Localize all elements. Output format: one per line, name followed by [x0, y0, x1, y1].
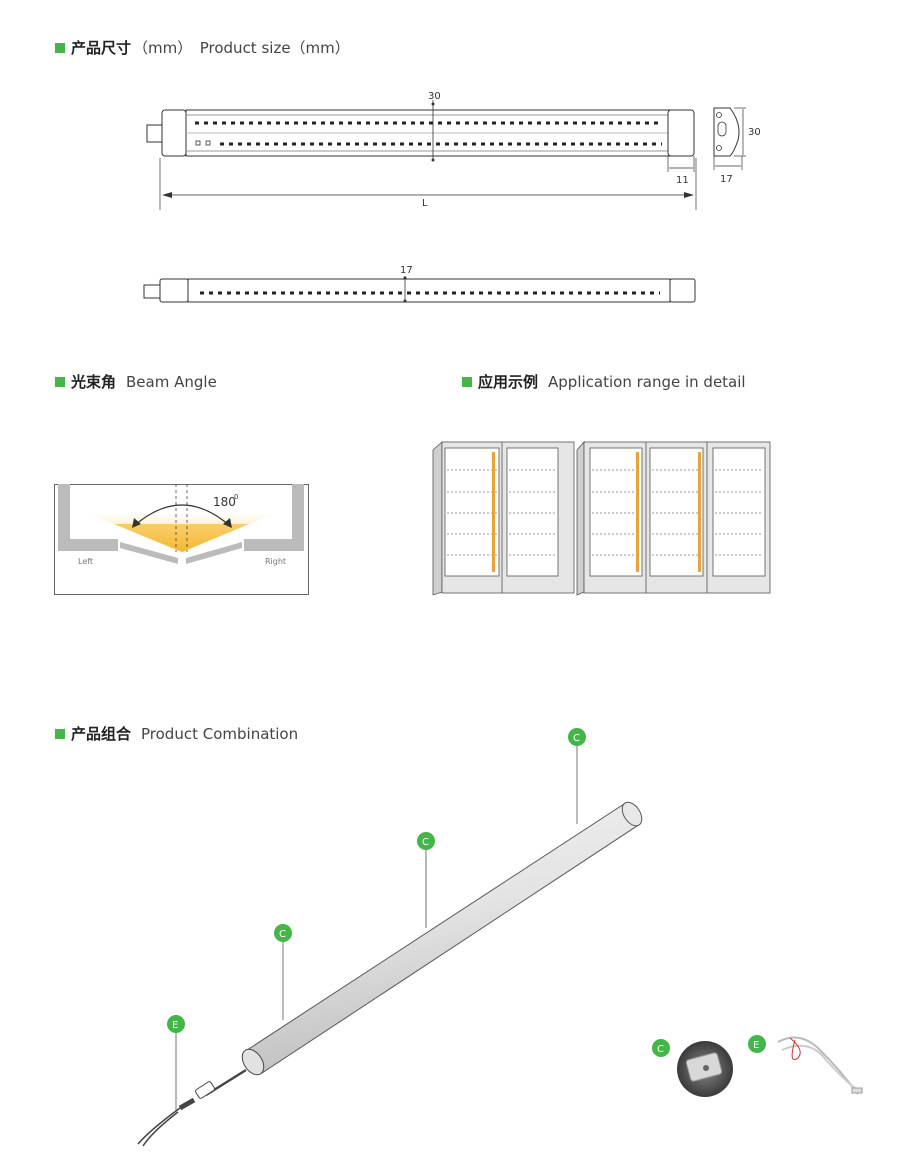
- marker-c: C: [573, 733, 580, 744]
- bullet-square-icon: [55, 376, 65, 387]
- section-title-en: （mm） Product size（mm）: [133, 39, 350, 57]
- section-title-en: Application range in detail: [548, 372, 746, 391]
- bullet-square-icon: [55, 728, 65, 739]
- marker-c: C: [279, 929, 286, 940]
- dimension-drawing-top-view: 17: [143, 265, 696, 303]
- section-title-cn: 产品组合: [71, 725, 132, 743]
- marker-c: C: [657, 1044, 664, 1055]
- bullet-square-icon: [55, 42, 65, 53]
- section-title-cn: 光束角: [71, 373, 117, 391]
- label-left: Left: [78, 557, 93, 566]
- dim-height-top: 30: [428, 91, 441, 102]
- beam-angle-value: 180: [213, 495, 236, 509]
- marker-e: E: [753, 1040, 759, 1051]
- section-title-cn: 产品尺寸: [71, 39, 132, 57]
- beam-angle-diagram: 180 0 Left Right: [54, 484, 309, 595]
- dim-side-height: 30: [748, 127, 760, 138]
- section-application: 应用示例 Application range in detail: [462, 371, 746, 392]
- application-cabinets-diagram: [432, 440, 771, 596]
- dim-side-width: 17: [720, 174, 733, 185]
- marker-c: C: [422, 837, 429, 848]
- section-product-combination: 产品组合 Product Combination: [55, 723, 298, 744]
- section-beam-angle: 光束角 Beam Angle: [55, 371, 217, 392]
- bullet-square-icon: [462, 376, 472, 387]
- beam-angle-sup: 0: [234, 493, 238, 501]
- marker-e: E: [172, 1020, 178, 1031]
- label-right: Right: [265, 557, 286, 566]
- dim-length: L: [422, 198, 428, 209]
- section-title-cn: 应用示例: [478, 373, 539, 391]
- section-product-size: 产品尺寸 （mm） Product size（mm）: [55, 37, 350, 58]
- dim-bottom-height: 17: [400, 265, 413, 276]
- dimension-drawing-front: 30 11 L 30 17: [146, 91, 760, 210]
- section-title-en: Beam Angle: [126, 372, 217, 391]
- section-title-en: Product Combination: [141, 724, 299, 743]
- product-combination-illustration: C C C E C E: [137, 728, 863, 1147]
- dim-end-cap: 11: [676, 175, 689, 186]
